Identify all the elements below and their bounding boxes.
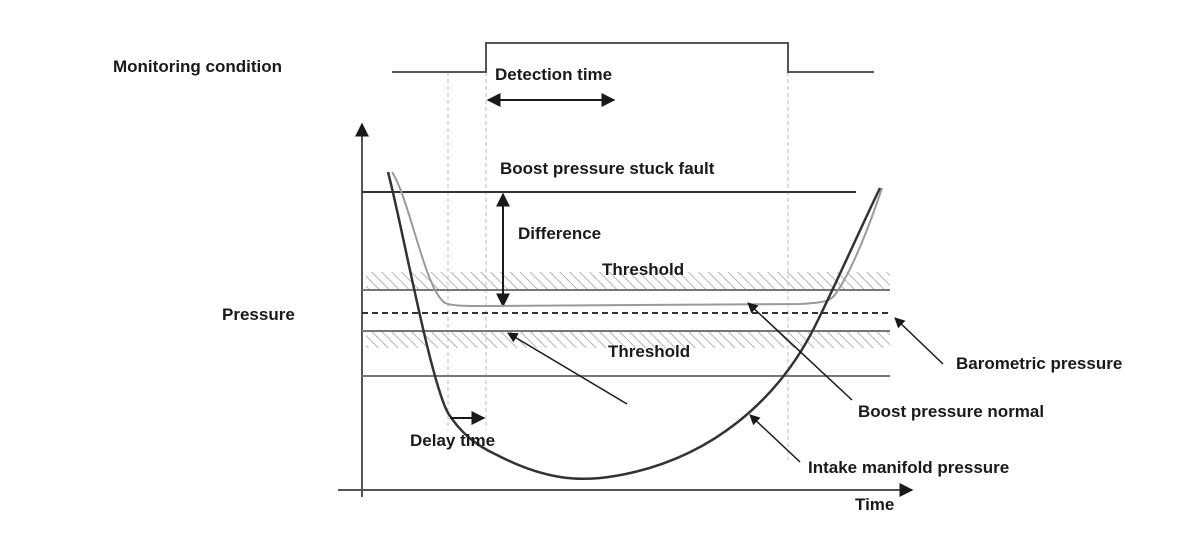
barometric-leader [894, 317, 944, 365]
barometric-pointer-leader [507, 332, 628, 405]
delay-time-label: Delay time [410, 431, 495, 450]
lower-threshold-label: Threshold [608, 342, 690, 361]
leader-arrows [507, 302, 944, 463]
boost-normal-curve [391, 171, 883, 308]
barometric-pressure-label: Barometric pressure [956, 354, 1122, 373]
axes [338, 122, 914, 497]
intake-manifold-curve [386, 171, 882, 481]
difference-label: Difference [518, 224, 601, 243]
pressure-axis-label: Pressure [222, 305, 295, 324]
lower-threshold-hatch [366, 332, 890, 348]
detection-time-label: Detection time [495, 65, 612, 84]
time-axis-label: Time [855, 495, 894, 514]
monitoring-condition-signal [392, 42, 874, 73]
intake-manifold-label: Intake manifold pressure [808, 458, 1009, 477]
upper-threshold-label: Threshold [602, 260, 684, 279]
dashed-guides [447, 72, 789, 460]
boost-stuck-fault-label: Boost pressure stuck fault [500, 159, 715, 178]
boost-normal-leader [747, 302, 853, 401]
monitoring-condition-label: Monitoring condition [113, 57, 282, 76]
intake-manifold-leader [749, 414, 801, 463]
boost-normal-label: Boost pressure normal [858, 402, 1044, 421]
